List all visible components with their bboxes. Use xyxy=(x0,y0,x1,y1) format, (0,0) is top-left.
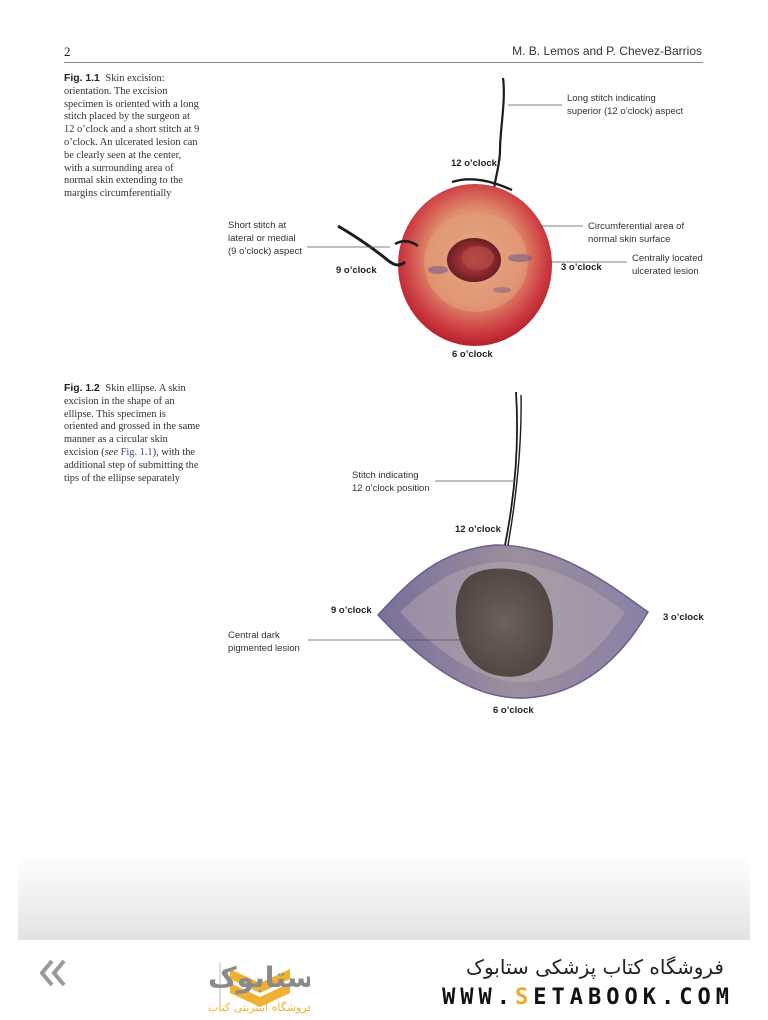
footer-band xyxy=(0,940,768,1020)
ink-speckle xyxy=(508,254,532,262)
ulcer-center xyxy=(462,246,494,270)
logo-name: ستابوک xyxy=(208,961,310,994)
label-long-stitch-2: superior (12 o’clock) aspect xyxy=(567,106,684,117)
label-central-2: ulcerated lesion xyxy=(632,266,699,277)
figure-2-caption-see: see xyxy=(104,446,118,458)
ink-speckle xyxy=(493,287,511,293)
label-short-stitch-2: lateral or medial xyxy=(228,233,296,244)
figure-2-label: Fig. 1.2 xyxy=(64,383,100,394)
logo-chevron-icon xyxy=(40,959,54,987)
figure-2-caption: Fig. 1.2 Skin ellipse. A skin excision i… xyxy=(64,383,202,485)
store-url-after: ETABOOK.COM xyxy=(533,985,734,1010)
running-head: M. B. Lemos and P. Chevez-Barrios xyxy=(512,44,702,58)
label-central-1: Centrally located xyxy=(632,253,703,264)
logo-book-icon xyxy=(230,983,290,1007)
label-circ-2: normal skin surface xyxy=(588,234,670,245)
label-fig2-6-oclock: 6 o’clock xyxy=(493,705,534,716)
label-long-stitch-1: Long stitch indicating xyxy=(567,93,656,104)
label-stitch-2: 12 o’clock position xyxy=(352,483,430,494)
store-name: فروشگاه کتاب پزشکی ستابوک xyxy=(466,955,724,979)
store-url-before: WWW. xyxy=(442,985,516,1010)
long-stitch xyxy=(492,77,505,191)
figure-1-caption: Fig. 1.1 Skin excision: orientation. The… xyxy=(64,73,202,201)
figure-1-caption-text: Skin excision: orientation. The excision… xyxy=(64,73,200,200)
page-number: 2 xyxy=(64,44,71,59)
figure-2-image: Stitch indicating 12 o’clock position 12… xyxy=(228,391,704,716)
short-stitch-knot xyxy=(394,239,419,248)
figure-1-label: Fig. 1.1 xyxy=(64,73,100,84)
figure-2-caption-ref: Fig. 1.1 xyxy=(120,446,153,458)
stitch xyxy=(504,391,518,546)
label-fig1-9-oclock: 9 o’clock xyxy=(336,265,377,276)
label-fig2-3-oclock: 3 o’clock xyxy=(663,612,704,623)
label-lesion-2: pigmented lesion xyxy=(228,643,300,654)
store-url-accent: S xyxy=(515,985,534,1010)
label-fig1-12-oclock: 12 o’clock xyxy=(451,158,498,169)
short-stitch xyxy=(337,224,406,267)
long-stitch-knot xyxy=(451,178,513,192)
stitch-strand xyxy=(507,394,522,546)
ink-speckle xyxy=(428,266,448,274)
figure-1-image: Long stitch indicating superior (12 o’cl… xyxy=(228,77,703,360)
figure-2-caption-text-before: Skin ellipse. A skin excision in the sha… xyxy=(64,383,200,458)
label-fig2-9-oclock: 9 o’clock xyxy=(331,605,372,616)
setabook-logo: ستابوک فروشگاه اینترنتی کتاب xyxy=(40,959,310,1014)
label-fig2-12-oclock: 12 o’clock xyxy=(455,524,502,535)
pigmented-lesion xyxy=(455,568,553,677)
logo-tagline: فروشگاه اینترنتی کتاب xyxy=(208,1001,310,1014)
logo-chevron-icon xyxy=(51,959,66,987)
logo-book-icon xyxy=(230,969,290,993)
header-rule xyxy=(64,62,703,63)
label-fig1-6-oclock: 6 o’clock xyxy=(452,349,493,360)
store-url[interactable]: WWW.SETABOOK.COM xyxy=(442,985,734,1010)
page-bottom-fade xyxy=(18,852,750,940)
label-stitch-1: Stitch indicating xyxy=(352,470,419,481)
label-lesion-1: Central dark xyxy=(228,630,280,641)
figure-2-caption-text-after: ), with the additional step of submittin… xyxy=(64,446,199,484)
label-short-stitch-1: Short stitch at xyxy=(228,220,286,231)
label-fig1-3-oclock: 3 o’clock xyxy=(561,262,602,273)
label-short-stitch-3: (9 o’clock) aspect xyxy=(228,246,302,257)
label-circ-1: Circumferential area of xyxy=(588,221,684,232)
